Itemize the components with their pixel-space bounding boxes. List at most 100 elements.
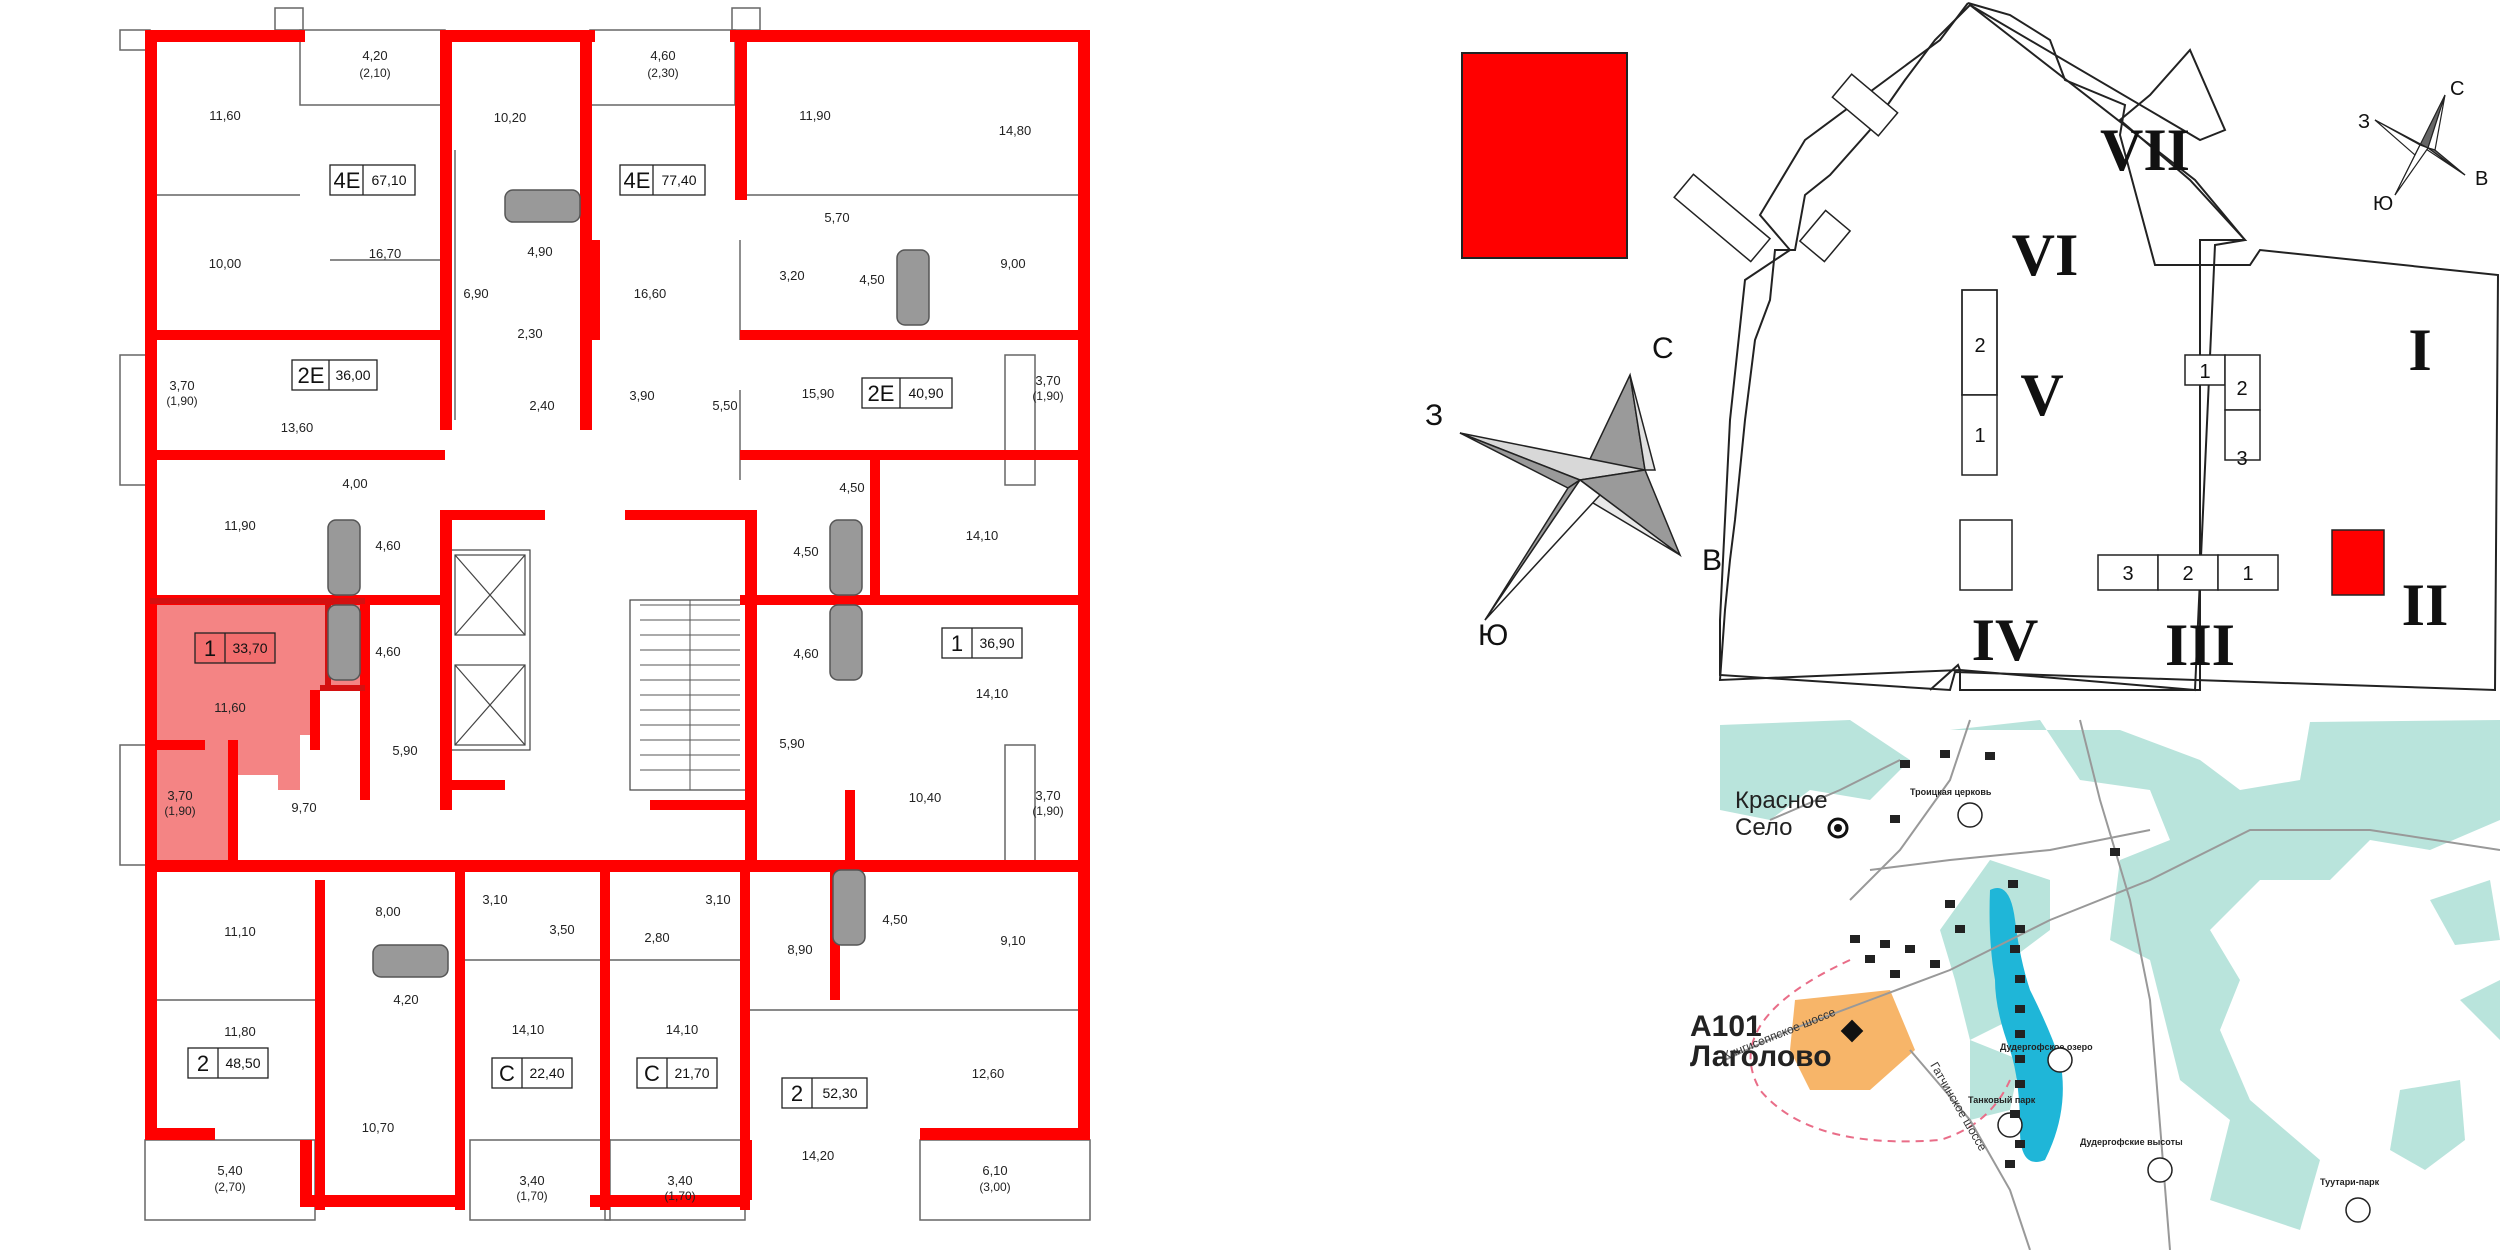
room-area-sub: (3,00) (979, 1180, 1010, 1194)
room-area: 5,50 (712, 398, 737, 413)
school-icon (1890, 970, 1900, 978)
apartment-total: 33,70 (232, 640, 267, 656)
apartment-type: 2 (791, 1081, 803, 1106)
tree-icon (2010, 1110, 2020, 1118)
building-label: VII (2100, 117, 2190, 183)
room-area: 9,70 (291, 800, 316, 815)
floor-plan: 11,60 10,00 16,70 4,20 (2,10) 10,20 6,90… (0, 0, 1250, 1250)
apartment-type: 2Е (298, 363, 325, 388)
tree-icon (2015, 1140, 2025, 1148)
room-area: 4,50 (859, 272, 884, 287)
apartment-tag[interactable]: 1 36,90 (941, 627, 1023, 659)
site-building-selected[interactable] (2331, 529, 2385, 596)
room-area: 5,70 (824, 210, 849, 225)
room-area: 3,40 (519, 1173, 544, 1188)
walls (145, 30, 1090, 1210)
apartment-tag-selected[interactable]: 1 33,70 (194, 632, 276, 664)
room-area: 11,80 (224, 1024, 256, 1039)
apartment-total: 40,90 (908, 385, 943, 401)
room-area: 14,20 (802, 1148, 835, 1163)
site-buildings (1673, 73, 2279, 591)
room-area: 4,50 (882, 912, 907, 927)
tree-icon (2015, 925, 2025, 933)
building-label: VI (2012, 222, 2079, 288)
apartment-type: С (644, 1061, 660, 1086)
room-area: 4,50 (839, 480, 864, 495)
tree-icon (2010, 945, 2020, 953)
apartment-type: 4Е (624, 168, 651, 193)
location-map (1710, 719, 2500, 1251)
apartment-tag[interactable]: 2 52,30 (781, 1077, 868, 1109)
apartment-tag[interactable]: 4Е 77,40 (619, 164, 706, 196)
room-area: 13,60 (281, 420, 314, 435)
lake-icon (2047, 1047, 2073, 1073)
room-area-sub: (1,90) (1032, 804, 1063, 818)
room-area: 16,60 (634, 286, 667, 301)
shop-icon (1945, 900, 1955, 908)
apartment-total: 77,40 (661, 172, 696, 188)
compass-north: С (1652, 332, 1674, 365)
room-area: 16,70 (369, 246, 402, 261)
apartment-type: 1 (204, 636, 216, 661)
room-area: 8,90 (787, 942, 812, 957)
room-area: 11,90 (224, 518, 256, 533)
school-icon (1850, 935, 1860, 943)
tree-icon (2005, 1160, 2015, 1168)
tree-icon (2015, 975, 2025, 983)
tree-icon (2015, 1030, 2025, 1038)
map-tank-park: Танковый парк (1968, 1095, 2036, 1105)
room-area: 11,10 (224, 924, 256, 939)
room-area: 2,30 (517, 326, 542, 341)
section-label: 2 (1974, 335, 1985, 357)
room-area: 2,40 (529, 398, 554, 413)
room-area: 8,00 (375, 904, 400, 919)
room-area: 4,60 (650, 48, 675, 63)
room-area: 3,10 (482, 892, 507, 907)
apartment-total: 67,10 (371, 172, 406, 188)
tree-icon (2015, 1080, 2025, 1088)
section-label: 3 (2236, 448, 2247, 470)
apartment-tag[interactable]: 2 48,50 (187, 1047, 269, 1079)
shop-icon (1955, 925, 1965, 933)
apartment-total: 52,30 (822, 1085, 857, 1101)
apartment-tags[interactable]: 4Е 67,10 4Е 77,40 2Е 36,00 2Е 40,90 1 33… (187, 164, 1023, 1109)
school-icon (1985, 752, 1995, 760)
site-building-labels: VII VI I V IV III II 2 1 1 2 3 3 2 1 (1972, 117, 2449, 678)
map-tuutari: Туутари-парк (2320, 1177, 2380, 1187)
apartment-tag[interactable]: 2Е 40,90 (861, 377, 953, 409)
tree-icon (2008, 880, 2018, 888)
room-area: 12,60 (972, 1066, 1005, 1081)
apartment-tag[interactable]: 4Е 67,10 (329, 164, 416, 196)
church-icon (1957, 802, 1983, 828)
room-area-sub: (2,70) (214, 1180, 245, 1194)
map-project-line2: Лаголово (1690, 1040, 1832, 1073)
compass-east: В (1702, 544, 1722, 577)
school-icon (1880, 940, 1890, 948)
apartment-tag[interactable]: С 22,40 (491, 1057, 573, 1089)
apartment-tag[interactable]: 2Е 36,00 (291, 359, 378, 391)
floor-plan-svg: 11,60 10,00 16,70 4,20 (2,10) 10,20 6,90… (119, 7, 1091, 1221)
apartment-tag[interactable]: С 21,70 (636, 1057, 718, 1089)
hiking-icon (2147, 1157, 2173, 1183)
map-city-line1: Красное (1735, 787, 1828, 814)
map-church: Троицкая церковь (1910, 787, 1992, 797)
site-plan-outline (1719, 2, 2500, 692)
room-area-sub: (2,10) (359, 66, 390, 80)
apartment-type: С (499, 1061, 515, 1086)
bathtubs (327, 189, 930, 978)
staircase (640, 600, 740, 790)
room-area-sub: (2,30) (647, 66, 678, 80)
selected-apartment-fill[interactable] (150, 600, 365, 862)
shop-icon (1930, 960, 1940, 968)
map-heights: Дудергофские высоты (2080, 1137, 2183, 1147)
room-area: 3,20 (779, 268, 804, 283)
room-area: 3,40 (667, 1173, 692, 1188)
map-lake: Дудергофское озеро (2000, 1042, 2093, 1052)
apartment-total: 36,90 (979, 635, 1014, 651)
room-area: 4,60 (375, 644, 400, 659)
room-area: 3,70 (169, 378, 194, 393)
apartment-type: 2 (197, 1051, 209, 1076)
info-panel: С В Ю З VII VI I V IV III II 2 1 1 2 (1250, 0, 2500, 1251)
tree-icon (2015, 1005, 2025, 1013)
info-panel-svg: С В Ю З VII VI I V IV III II 2 1 1 2 (1425, 2, 2500, 1251)
